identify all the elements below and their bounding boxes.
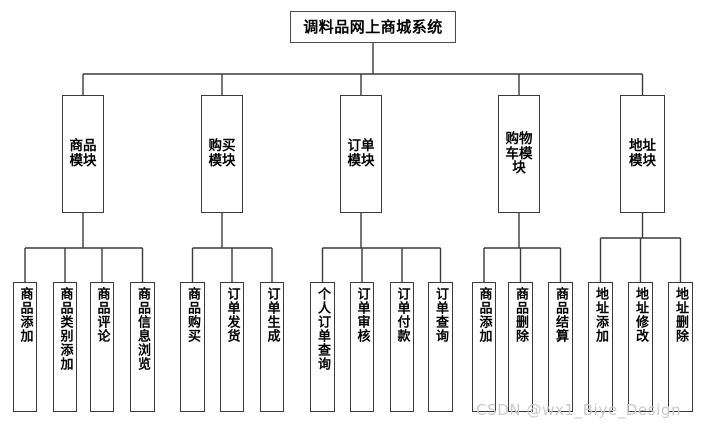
leaf-node-14[interactable]: 地址添加 [588,282,613,412]
module-node-2[interactable]: 订单模块 [340,95,382,213]
edge-layer [24,43,682,282]
leaf-node-label-14: 地址添加 [593,287,608,343]
leaf-node-label-5: 订单发货 [224,287,240,343]
leaf-node-label-2: 商品评论 [94,287,110,343]
module-node-1[interactable]: 购买模块 [201,95,243,213]
leaf-node-5[interactable]: 订单发货 [220,282,244,412]
leaf-node-9[interactable]: 订单付款 [390,282,414,412]
leaf-node-11[interactable]: 商品添加 [472,282,496,412]
module-node-0[interactable]: 商品模块 [62,95,104,213]
leaf-node-label-4: 商品购买 [185,287,200,343]
leaf-node-16[interactable]: 地址删除 [668,282,693,412]
leaf-node-6[interactable]: 订单生成 [260,282,284,412]
module-node-label-2: 订单模块 [347,138,375,169]
leaf-node-label-9: 订单付款 [394,287,410,343]
leaf-node-2[interactable]: 商品评论 [90,282,114,412]
leaf-node-label-3: 商品信息浏览 [135,287,150,371]
leaf-node-13[interactable]: 商品结算 [548,282,573,412]
leaf-node-label-6: 订单生成 [264,287,280,343]
leaf-node-4[interactable]: 商品购买 [180,282,205,412]
module-node-3[interactable]: 购物车模块 [498,95,540,213]
leaf-node-7[interactable]: 个人订单查询 [310,282,335,412]
leaf-node-label-16: 地址删除 [673,287,688,343]
leaf-node-label-1: 商品类别添加 [57,287,73,371]
module-node-4[interactable]: 地址模块 [620,95,665,213]
leaf-node-1[interactable]: 商品类别添加 [53,282,77,412]
leaf-node-8[interactable]: 订单审核 [350,282,374,412]
leaf-node-label-8: 订单审核 [354,287,370,343]
module-node-label-3: 购物车模块 [505,131,533,177]
root-node-system[interactable]: 调料品网上商城系统 [290,11,456,43]
leaf-node-10[interactable]: 订单查询 [428,282,453,412]
leaf-node-label-11: 商品添加 [476,287,492,343]
root-node-label: 调料品网上商城系统 [303,17,443,36]
leaf-node-0[interactable]: 商品添加 [13,282,37,412]
module-node-label-1: 购买模块 [208,138,236,169]
leaf-node-label-12: 商品删除 [513,287,528,343]
leaf-node-label-10: 订单查询 [433,287,448,343]
leaf-node-3[interactable]: 商品信息浏览 [130,282,155,412]
leaf-node-15[interactable]: 地址修改 [628,282,653,412]
leaf-node-label-15: 地址修改 [633,287,648,343]
leaf-node-12[interactable]: 商品删除 [508,282,533,412]
module-node-label-4: 地址模块 [629,138,656,169]
leaf-node-label-7: 个人订单查询 [315,287,330,371]
module-node-label-0: 商品模块 [69,138,97,169]
leaf-node-label-13: 商品结算 [553,287,568,343]
leaf-node-label-0: 商品添加 [17,287,33,343]
